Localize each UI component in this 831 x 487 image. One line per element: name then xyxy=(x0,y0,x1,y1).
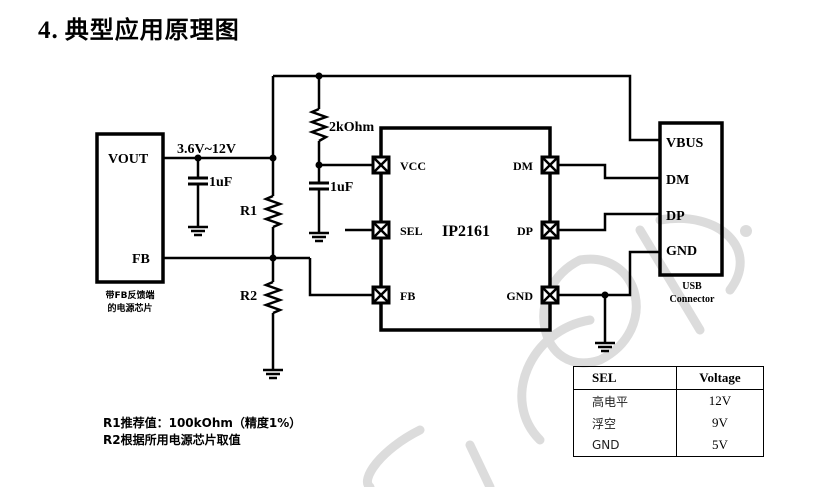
table-header-voltage: Voltage xyxy=(676,366,764,390)
ic-pin-vcc-left xyxy=(371,155,391,175)
ic-pin-dp-right xyxy=(540,220,560,240)
ground-icon xyxy=(263,368,283,380)
note-r1: R1推荐值：100kOhm（精度1%） xyxy=(103,416,302,430)
table-row: 浮空 9V xyxy=(573,412,764,434)
table-cell-sel: 高电平 xyxy=(573,389,677,412)
table-cell-voltage: 12V xyxy=(708,393,732,408)
ic-pin-fb-left xyxy=(371,285,391,305)
ic-pin-sel-left xyxy=(371,220,391,240)
resistor-2kohm xyxy=(308,107,330,143)
junction-dot xyxy=(269,254,277,262)
usb-pin-vbus: VBUS xyxy=(666,136,704,151)
resistor-r2 xyxy=(262,280,284,315)
ic-pin-label-gnd: GND xyxy=(506,289,533,303)
ic-pin-label-fb: FB xyxy=(400,289,415,303)
ground-icon xyxy=(188,225,208,237)
junction-dot xyxy=(315,72,323,80)
table-cell-sel: 浮空 xyxy=(573,412,677,434)
source-chip-caption-2: 的电源芯片 xyxy=(107,302,152,314)
r-vcc-label: 2kOhm xyxy=(329,120,374,135)
junction-dot xyxy=(601,291,609,299)
watermark xyxy=(363,214,752,487)
usb-caption-1: USB xyxy=(682,281,702,292)
ground-icon xyxy=(309,231,329,243)
table-cell-voltage: 9V xyxy=(712,415,728,430)
usb-connector-box xyxy=(658,121,724,277)
source-pin-vout: VOUT xyxy=(108,152,149,167)
c2-label: 1uF xyxy=(330,180,353,195)
wire-dm xyxy=(558,163,659,180)
r1-label: R1 xyxy=(240,204,257,219)
ic-pin-dm-right xyxy=(540,155,560,175)
ic-name: IP2161 xyxy=(442,223,490,240)
note-r2: R2根据所用电源芯片取值 xyxy=(103,433,241,447)
wire-vbus xyxy=(273,74,659,142)
resistor-r1 xyxy=(262,194,284,229)
r2-label: R2 xyxy=(240,289,257,304)
watermark-stroke xyxy=(539,254,641,368)
junctions xyxy=(194,72,609,299)
watermark-stroke xyxy=(635,225,705,335)
usb-pin-dm: DM xyxy=(666,173,689,188)
section-title-text: 典型应用原理图 xyxy=(64,16,240,44)
junction-dot xyxy=(315,161,323,169)
watermark-stroke xyxy=(363,425,425,487)
ground-icon xyxy=(595,341,615,353)
sel-voltage-table: SEL Voltage 高电平 12V 浮空 9V GND 5V xyxy=(573,366,764,457)
watermark-stroke xyxy=(465,440,495,487)
ic-pin-label-dm: DM xyxy=(513,159,533,173)
usb-pin-dp: DP xyxy=(666,209,685,224)
wire-fb-to-ic xyxy=(308,258,373,297)
table-cell-voltage: 5V xyxy=(712,437,728,452)
watermark-stroke xyxy=(655,214,745,295)
section-number: 4. xyxy=(38,17,59,44)
junction-dot xyxy=(194,154,202,162)
c1-label: 1uF xyxy=(209,175,232,190)
section-title: 4.典型应用原理图 xyxy=(38,10,240,45)
table-header-sel: SEL xyxy=(573,366,677,390)
ground-symbols xyxy=(188,225,615,380)
ic-pin-gnd-right xyxy=(540,285,560,305)
source-chip-caption-1: 带FB反馈端 xyxy=(105,289,154,301)
usb-caption-2: Connector xyxy=(670,294,716,305)
usb-pin-gnd: GND xyxy=(666,244,697,259)
supply-voltage-label: 3.6V~12V xyxy=(177,142,236,157)
ic-pin-label-sel: SEL xyxy=(400,224,423,238)
table-cell-sel: GND xyxy=(573,434,677,457)
watermark-dot xyxy=(740,225,752,237)
ic-pin-label-vcc: VCC xyxy=(400,159,426,173)
watermark-stroke xyxy=(517,315,595,445)
source-chip-box xyxy=(95,132,165,284)
design-notes: R1推荐值：100kOhm（精度1%） R2根据所用电源芯片取值 xyxy=(103,415,301,449)
table-row: 高电平 12V xyxy=(573,389,764,412)
wire-gnd xyxy=(558,250,659,297)
source-pin-fb: FB xyxy=(132,252,150,267)
wire-dp xyxy=(558,212,659,232)
ic-pin-label-dp: DP xyxy=(517,224,533,238)
junction-dot xyxy=(269,154,277,162)
table-row: GND 5V xyxy=(573,434,764,457)
table-header-row: SEL Voltage xyxy=(573,366,764,390)
